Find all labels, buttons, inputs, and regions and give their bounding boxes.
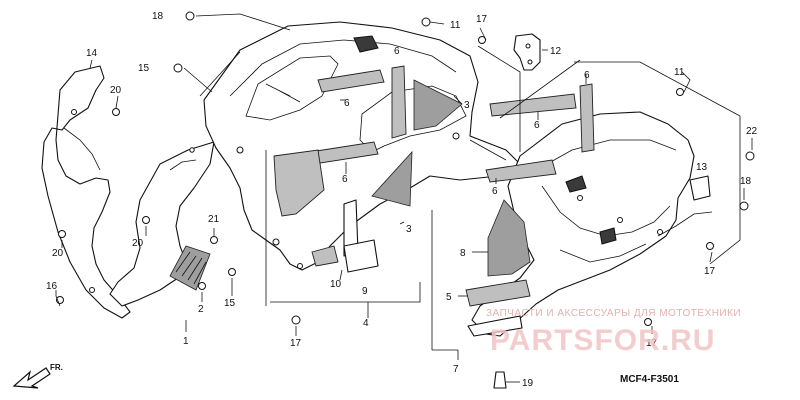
callout-17: 17 <box>476 14 488 25</box>
watermark: ЗАПЧАСТИ И АКСЕССУАРЫ ДЛЯ МОТОТЕХНИКИ PA… <box>486 308 741 357</box>
callout-2: 2 <box>198 304 204 315</box>
callout-3: 3 <box>464 100 470 111</box>
callout-15: 15 <box>138 63 150 74</box>
callout-20: 20 <box>110 85 122 96</box>
callout-17: 17 <box>704 266 716 277</box>
callout-7: 7 <box>453 364 459 375</box>
callout-6: 6 <box>342 174 348 185</box>
callout-10: 10 <box>330 279 342 290</box>
callout-11: 11 <box>450 20 461 31</box>
callout-15: 15 <box>224 298 236 309</box>
callout-20: 20 <box>52 248 64 259</box>
callout-1: 1 <box>183 336 189 347</box>
front-direction-arrow: FR. <box>12 363 63 389</box>
watermark-tagline: ЗАПЧАСТИ И АКСЕССУАРЫ ДЛЯ МОТОТЕХНИКИ <box>486 308 741 319</box>
inner-panel-14 <box>41 65 131 319</box>
callout-6: 6 <box>492 186 498 197</box>
callout-6: 6 <box>394 46 400 57</box>
watermark-brand: PARTSFOR.RU <box>490 324 715 357</box>
callout-labels: 18 11 17 12 15 14 20 6 6 3 6 11 6 22 6 1… <box>46 11 758 389</box>
callout-18: 18 <box>152 11 164 22</box>
lower-panel-left <box>109 141 215 307</box>
wire-harness <box>657 211 713 237</box>
callout-20: 20 <box>132 238 144 249</box>
callout-9: 9 <box>362 286 368 297</box>
bracket-12 <box>513 33 541 71</box>
diagram-part-code: MCF4-F3501 <box>620 374 679 385</box>
callout-13: 13 <box>696 162 708 173</box>
leader-lines <box>55 13 753 383</box>
callout-21: 21 <box>208 214 220 225</box>
callout-5: 5 <box>446 292 452 303</box>
front-direction-label: FR. <box>50 363 63 372</box>
callout-6: 6 <box>344 98 350 109</box>
grille-part-1 <box>169 245 211 291</box>
callout-3: 3 <box>406 224 412 235</box>
callout-11: 11 <box>674 67 685 78</box>
pads-center <box>273 65 463 273</box>
callout-4: 4 <box>363 318 369 329</box>
callout-8: 8 <box>460 248 466 259</box>
callout-14: 14 <box>86 48 98 59</box>
callout-18: 18 <box>740 176 752 187</box>
callout-19: 19 <box>522 378 534 389</box>
callout-17: 17 <box>290 338 302 349</box>
callout-6: 6 <box>534 120 540 131</box>
callout-17: 17 <box>646 338 658 349</box>
callout-22: 22 <box>746 126 758 137</box>
callout-16: 16 <box>46 281 58 292</box>
callout-12: 12 <box>550 46 562 57</box>
callout-6: 6 <box>584 70 590 81</box>
fasteners <box>56 11 755 389</box>
bracket-13 <box>689 175 711 201</box>
pads-right <box>465 83 595 337</box>
